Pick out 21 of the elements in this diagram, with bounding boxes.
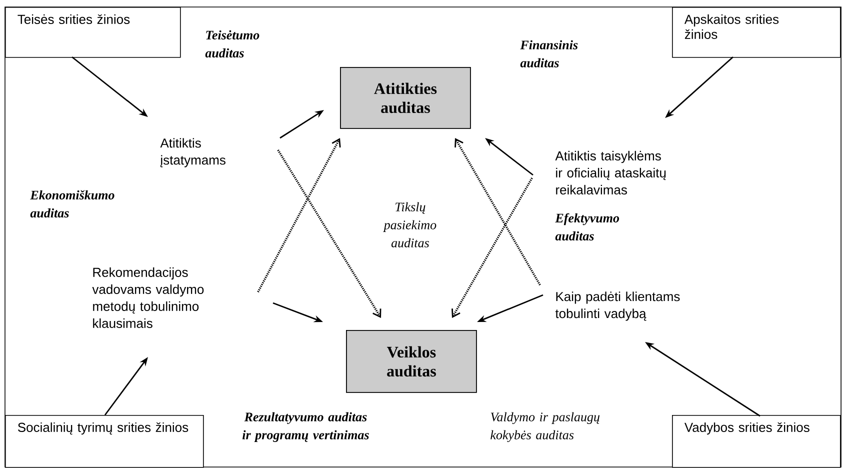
audit-label: Teisėtumo auditas: [205, 30, 260, 58]
arrow: [452, 178, 533, 318]
node-text: Atitiktis taisyklėms ir oficialių ataskaitų reikalavimas: [555, 150, 666, 194]
arrow: [257, 138, 341, 292]
audit-label: Efektyvumo auditas: [555, 213, 620, 240]
audit-label: Ekonomiškumo auditas: [30, 190, 114, 218]
node-text: Kaip padėti klientams tobulinti vadybą: [555, 292, 680, 321]
audit-box: Atitikties auditas: [340, 67, 471, 129]
knowledge-box: Teisės srities žinios: [5, 7, 181, 58]
arrow: [277, 149, 382, 318]
audit-label: Valdymo ir paslaugų kokybės auditas: [490, 412, 600, 442]
audit-label: Rezultatyvumo auditas ir programų vertinimas: [242, 412, 369, 442]
audit-label: Tikslų pasiekimo auditas: [383, 202, 436, 248]
audit-label: Finansinis auditas: [520, 40, 578, 68]
node-text: Atitiktis įstatymams: [160, 138, 226, 168]
node-text: Rekomendacijos vadovams valdymo metodų tobulinimo klausimais: [92, 267, 204, 328]
knowledge-box: Apskaitos srities žinios: [672, 7, 841, 58]
knowledge-box: Socialinių tyrimų srities žinios: [5, 415, 204, 468]
arrow: [454, 138, 541, 286]
audit-box: Veiklos auditas: [346, 330, 477, 393]
knowledge-box: Vadybos srities žinios: [672, 415, 841, 468]
